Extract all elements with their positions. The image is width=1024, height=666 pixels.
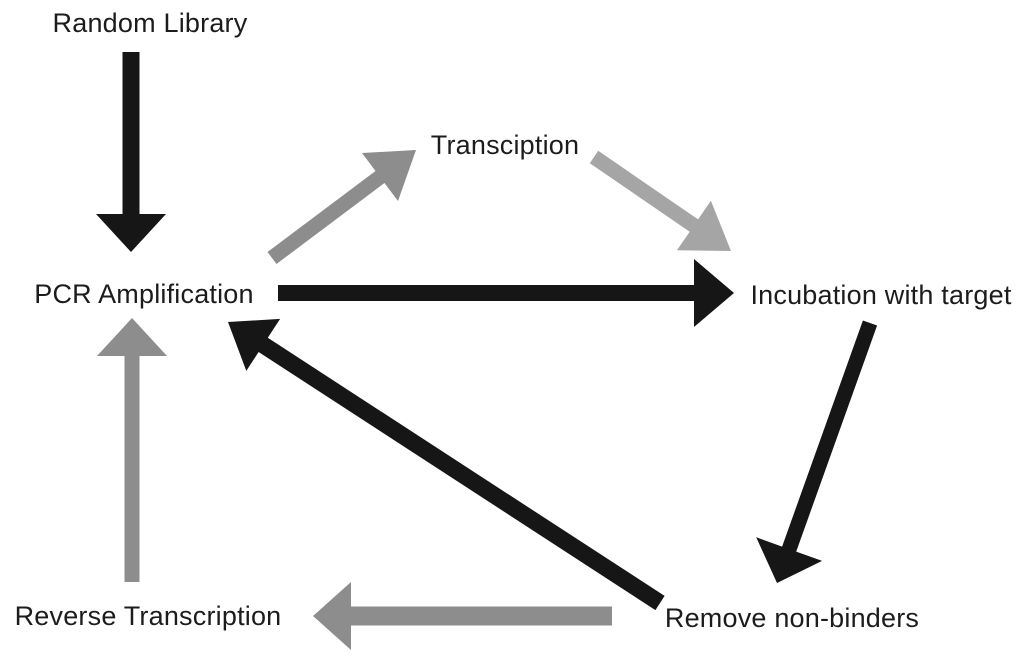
node-label-reverse-transcription: Reverse Transcription <box>14 601 282 632</box>
arrow-incubation-to-remove <box>756 320 878 583</box>
arrow-pcr-to-incubation <box>278 259 734 327</box>
arrow-reverse-transcription-to-pcr <box>97 318 167 582</box>
arrow-transcription-to-incubation <box>589 150 731 251</box>
arrow-random-library-to-pcr <box>96 52 166 252</box>
node-label-pcr-amplification: PCR Amplification <box>34 279 254 310</box>
node-label-incubation-with-target: Incubation with target <box>750 280 1012 311</box>
node-label-remove-non-binders: Remove non-binders <box>664 603 920 634</box>
arrow-remove-to-pcr <box>228 318 665 611</box>
arrow-remove-to-reverse-transcription <box>313 582 612 650</box>
arrow-pcr-to-transcription <box>267 150 416 264</box>
node-label-transcription: Transciption <box>430 130 580 161</box>
node-label-random-library: Random Library <box>52 8 248 39</box>
